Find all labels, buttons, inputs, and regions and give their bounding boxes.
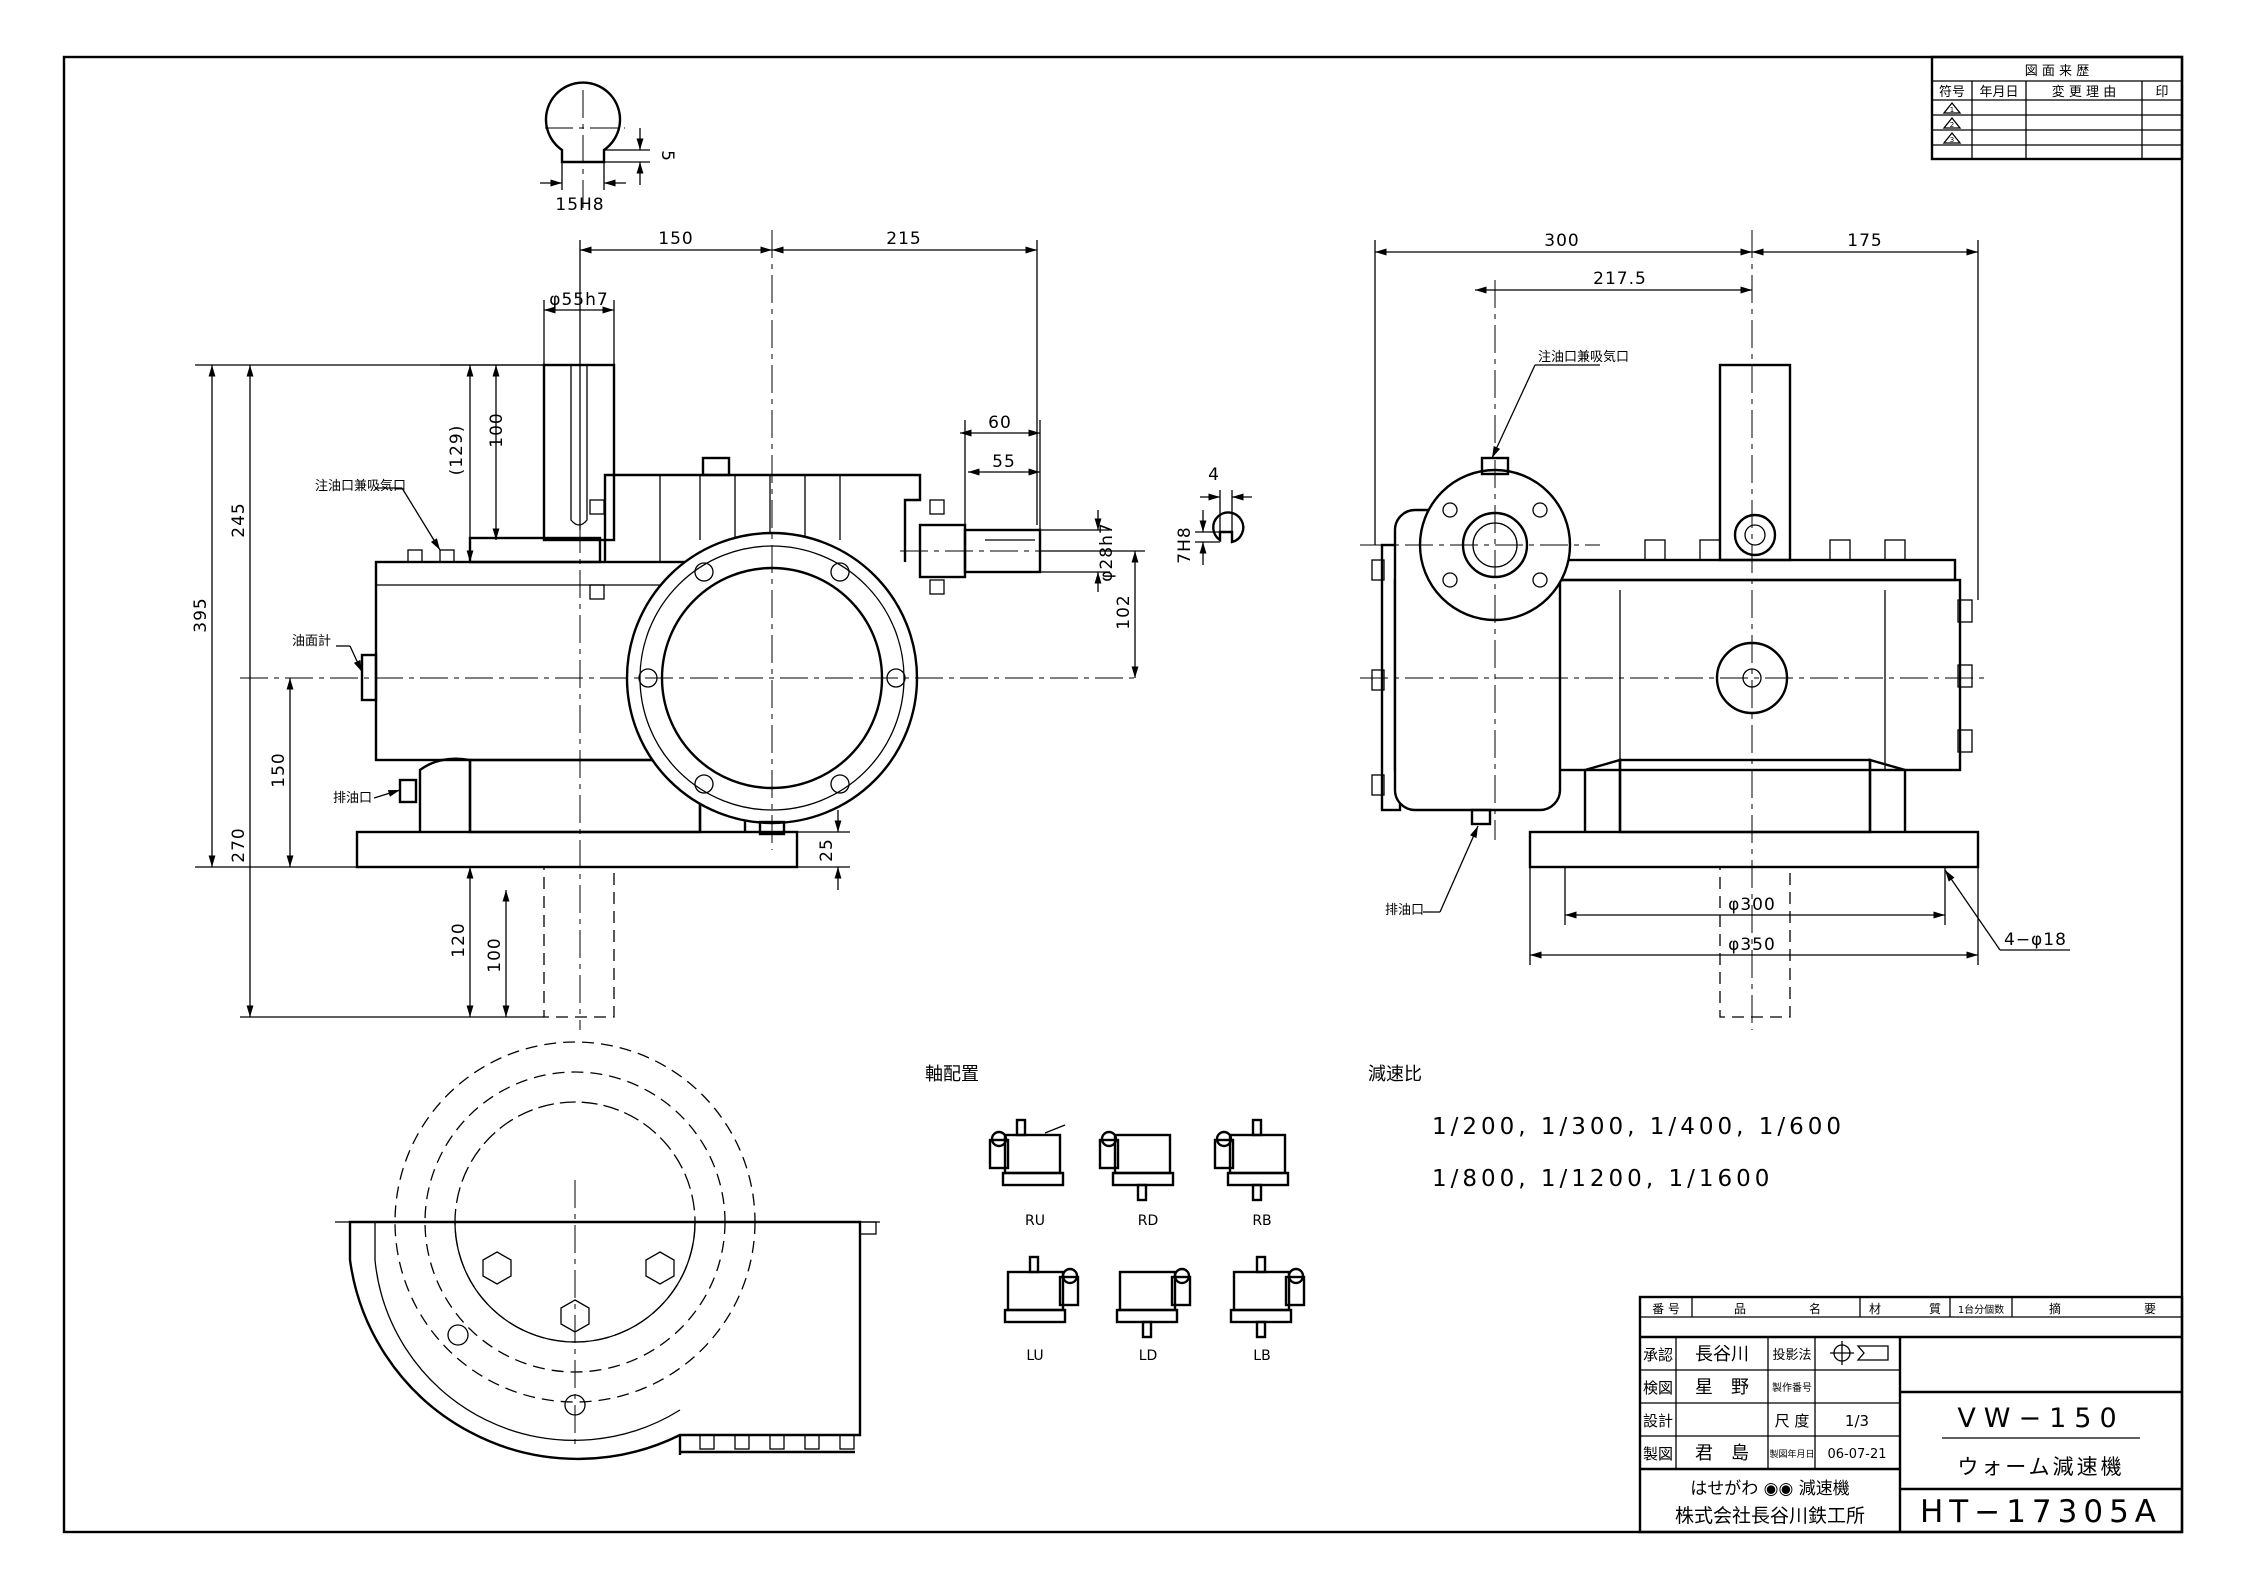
drawing-frame <box>62 55 2184 1534</box>
front-view: 150 215 φ55h7 100 (129) 245 395 150 270 … <box>191 229 1252 1030</box>
keyway-depth-dim: 5 <box>657 150 677 162</box>
title-header-quantity: 1台分個数 <box>1958 1303 2004 1316</box>
revision-header-symbol: 符号 <box>1939 84 1965 100</box>
title-block: 番 号 品 名 材 質 1台分個数 摘 要 承認 長谷川 投影法 検図 星 野 … <box>1638 1295 2184 1534</box>
title-row-checked-name: 星 野 <box>1695 1377 1749 1398</box>
title-row-designed-key: 尺 度 <box>1775 1412 1810 1430</box>
front-dim-150-left: 150 <box>269 752 289 787</box>
side-view: 300 175 217.5 φ300 φ350 4−φ18 注油口兼吸気口 排油… <box>1360 230 2070 1030</box>
title-row-drawn-key: 製図年月日 <box>1769 1448 1814 1460</box>
front-dim-395: 395 <box>191 597 211 632</box>
front-dim-102: 102 <box>1114 594 1134 629</box>
revision-header-date: 年月日 <box>1979 85 2018 100</box>
title-row-checked-label: 検図 <box>1643 1379 1673 1397</box>
revision-block: 図 面 来 歴 符号 年月日 変 更 理 由 印 1 2 3 <box>1930 55 2184 161</box>
title-drawing-number: HT−17305A <box>1920 1494 2162 1530</box>
side-dim-300: 300 <box>1544 231 1579 251</box>
side-dim-175: 175 <box>1847 231 1882 251</box>
title-header-item: 品 <box>1734 1302 1746 1316</box>
shaft-arrangement-ld <box>1115 1267 1192 1339</box>
revision-header-reason: 変 更 理 由 <box>2052 84 2116 100</box>
side-dim-holes: 4−φ18 <box>2004 930 2067 950</box>
title-header-remarks-1: 摘 <box>2049 1301 2061 1316</box>
title-header-remarks-2: 要 <box>2144 1302 2156 1316</box>
side-dim-pcd300: φ300 <box>1728 895 1776 915</box>
revision-triangle-icon <box>1942 131 1962 144</box>
keyway-width-dim: 15H8 <box>555 195 604 215</box>
reduction-ratio-line-2: 1/800, 1/1200, 1/1600 <box>1432 1166 1773 1192</box>
side-dim-od350: φ350 <box>1728 935 1776 955</box>
title-row-drawn-name: 君 島 <box>1695 1443 1749 1464</box>
reduction-ratio: 減速比 1/200, 1/300, 1/400, 1/600 1/800, 1/… <box>1368 1064 1845 1192</box>
reduction-ratio-line-1: 1/200, 1/300, 1/400, 1/600 <box>1432 1114 1845 1140</box>
shaft-arrangement-label-lu: LU <box>1026 1348 1043 1364</box>
bottom-partial-view <box>335 1041 880 1461</box>
front-label-oil-gauge: 油面計 <box>292 633 331 649</box>
revision-triangle-icon <box>1942 101 1962 114</box>
front-dim-7h8: 7H8 <box>1175 526 1195 563</box>
revision-symbol-2: 2 <box>1950 121 1954 129</box>
title-header-number: 番 号 <box>1652 1302 1680 1316</box>
front-dim-215: 215 <box>886 229 921 249</box>
front-dim-129: (129) <box>447 425 467 476</box>
front-dim-245: 245 <box>229 502 249 537</box>
front-label-fill-port: 注油口兼吸気口 <box>315 478 406 494</box>
revision-symbol-3: 3 <box>1950 136 1954 144</box>
shaft-arrangement-label-rd: RD <box>1138 1213 1159 1229</box>
shaft-arrangement-title: 軸配置 <box>925 1064 979 1085</box>
front-dim-4: 4 <box>1208 465 1220 485</box>
revision-title: 図 面 来 歴 <box>2025 64 2089 79</box>
shaft-arrangement-label-rb: RB <box>1252 1213 1271 1229</box>
side-label-fill-port: 注油口兼吸気口 <box>1538 349 1629 365</box>
front-dim-25: 25 <box>817 838 837 862</box>
front-dim-shaft-dia: φ55h7 <box>549 290 608 310</box>
projection-symbol-icon <box>1830 1341 1889 1365</box>
shaft-arrangement-lu <box>1003 1255 1080 1324</box>
title-header-name: 名 <box>1809 1301 1821 1316</box>
title-row-approved-key: 投影法 <box>1772 1347 1811 1363</box>
front-dim-60: 60 <box>988 413 1012 433</box>
title-product-name: ウォーム減速機 <box>1957 1455 2124 1479</box>
shaft-arrangement-label-ld: LD <box>1139 1348 1158 1364</box>
title-row-approved-label: 承認 <box>1643 1346 1673 1364</box>
keyway-detail: 15H8 5 <box>540 81 677 215</box>
front-dim-phi28: φ28h7 <box>1097 522 1117 581</box>
side-dim-217-5: 217.5 <box>1593 269 1647 289</box>
title-row-approved-name: 長谷川 <box>1695 1344 1749 1365</box>
front-dim-150: 150 <box>658 229 693 249</box>
title-brand-line: はせがわ ◉◉ 減速機 <box>1690 1479 1849 1499</box>
shaft-arrangement-label-ru: RU <box>1025 1213 1045 1229</box>
title-header-material-1: 材 <box>1869 1302 1881 1316</box>
front-dim-270: 270 <box>229 827 249 862</box>
front-dim-120: 120 <box>449 922 469 957</box>
reduction-ratio-title: 減速比 <box>1368 1064 1422 1085</box>
title-model: VW−150 <box>1957 1403 2124 1434</box>
shaft-arrangement-lb <box>1229 1255 1306 1339</box>
front-dim-55: 55 <box>992 452 1016 472</box>
shaft-arrangement-ru <box>988 1118 1066 1187</box>
shaft-arrangement: 軸配置 RU RD RB <box>925 1064 1306 1364</box>
revision-header-seal: 印 <box>2155 85 2168 100</box>
title-row-designed-label: 設計 <box>1643 1412 1673 1430</box>
title-row-scale-value: 1/3 <box>1845 1412 1869 1430</box>
shaft-arrangement-rb <box>1213 1118 1290 1202</box>
revision-symbol-1: 1 <box>1950 106 1954 114</box>
shaft-arrangement-rd <box>1098 1130 1175 1202</box>
title-company: 株式会社長谷川鉄工所 <box>1675 1505 1865 1527</box>
front-dim-100-bottom: 100 <box>485 937 505 972</box>
title-row-drawn-label: 製図 <box>1643 1445 1673 1463</box>
revision-triangle-icon <box>1942 116 1962 129</box>
shaft-arrangement-label-lb: LB <box>1253 1348 1270 1364</box>
front-label-drain: 排油口 <box>333 791 372 806</box>
front-dim-100-top: 100 <box>487 412 507 447</box>
title-row-checked-key: 製作番号 <box>1772 1381 1812 1394</box>
side-label-drain: 排油口 <box>1385 903 1424 918</box>
title-row-drawn-date: 06-07-21 <box>1827 1447 1886 1462</box>
title-header-material-2: 質 <box>1929 1301 1941 1316</box>
